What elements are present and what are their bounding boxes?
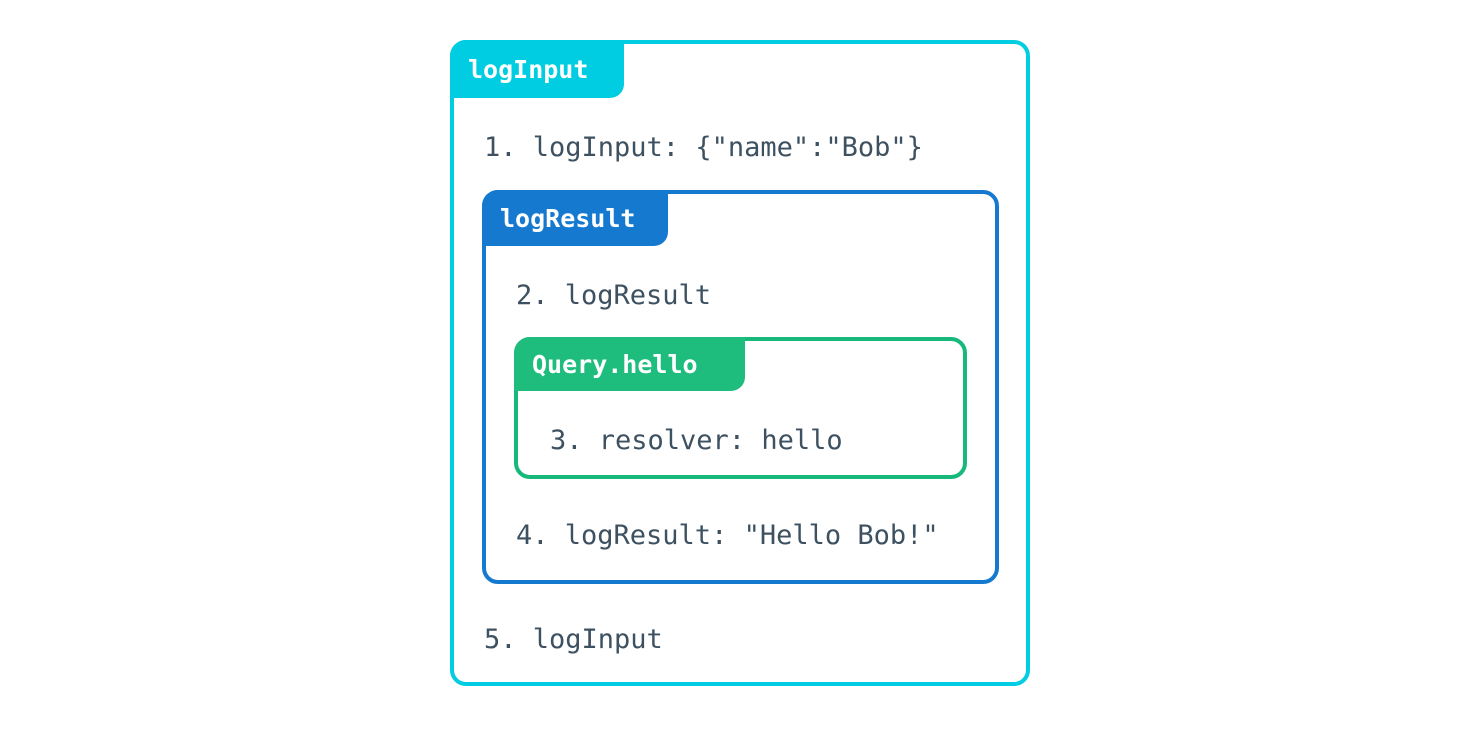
trace-line-5: 5. logInput (484, 624, 663, 655)
trace-box-logresult: logResult 2. logResult Query.hello 3. re… (482, 190, 999, 584)
trace-badge-loginput: logInput (450, 40, 624, 98)
trace-badge-label: logInput (468, 54, 589, 84)
trace-line-1: 1. logInput: {"name":"Bob"} (484, 132, 923, 163)
trace-line-2: 2. logResult (516, 280, 712, 311)
trace-badge-logresult: logResult (482, 190, 668, 246)
trace-line-3: 3. resolver: hello (550, 425, 843, 456)
trace-box-query-hello: Query.hello 3. resolver: hello (514, 337, 967, 479)
trace-badge-label: logResult (500, 203, 636, 233)
trace-line-4: 4. logResult: "Hello Bob!" (516, 520, 939, 551)
trace-box-loginput: logInput 1. logInput: {"name":"Bob"} log… (450, 40, 1030, 686)
trace-badge-query-hello: Query.hello (514, 337, 745, 391)
trace-badge-label: Query.hello (532, 349, 698, 379)
